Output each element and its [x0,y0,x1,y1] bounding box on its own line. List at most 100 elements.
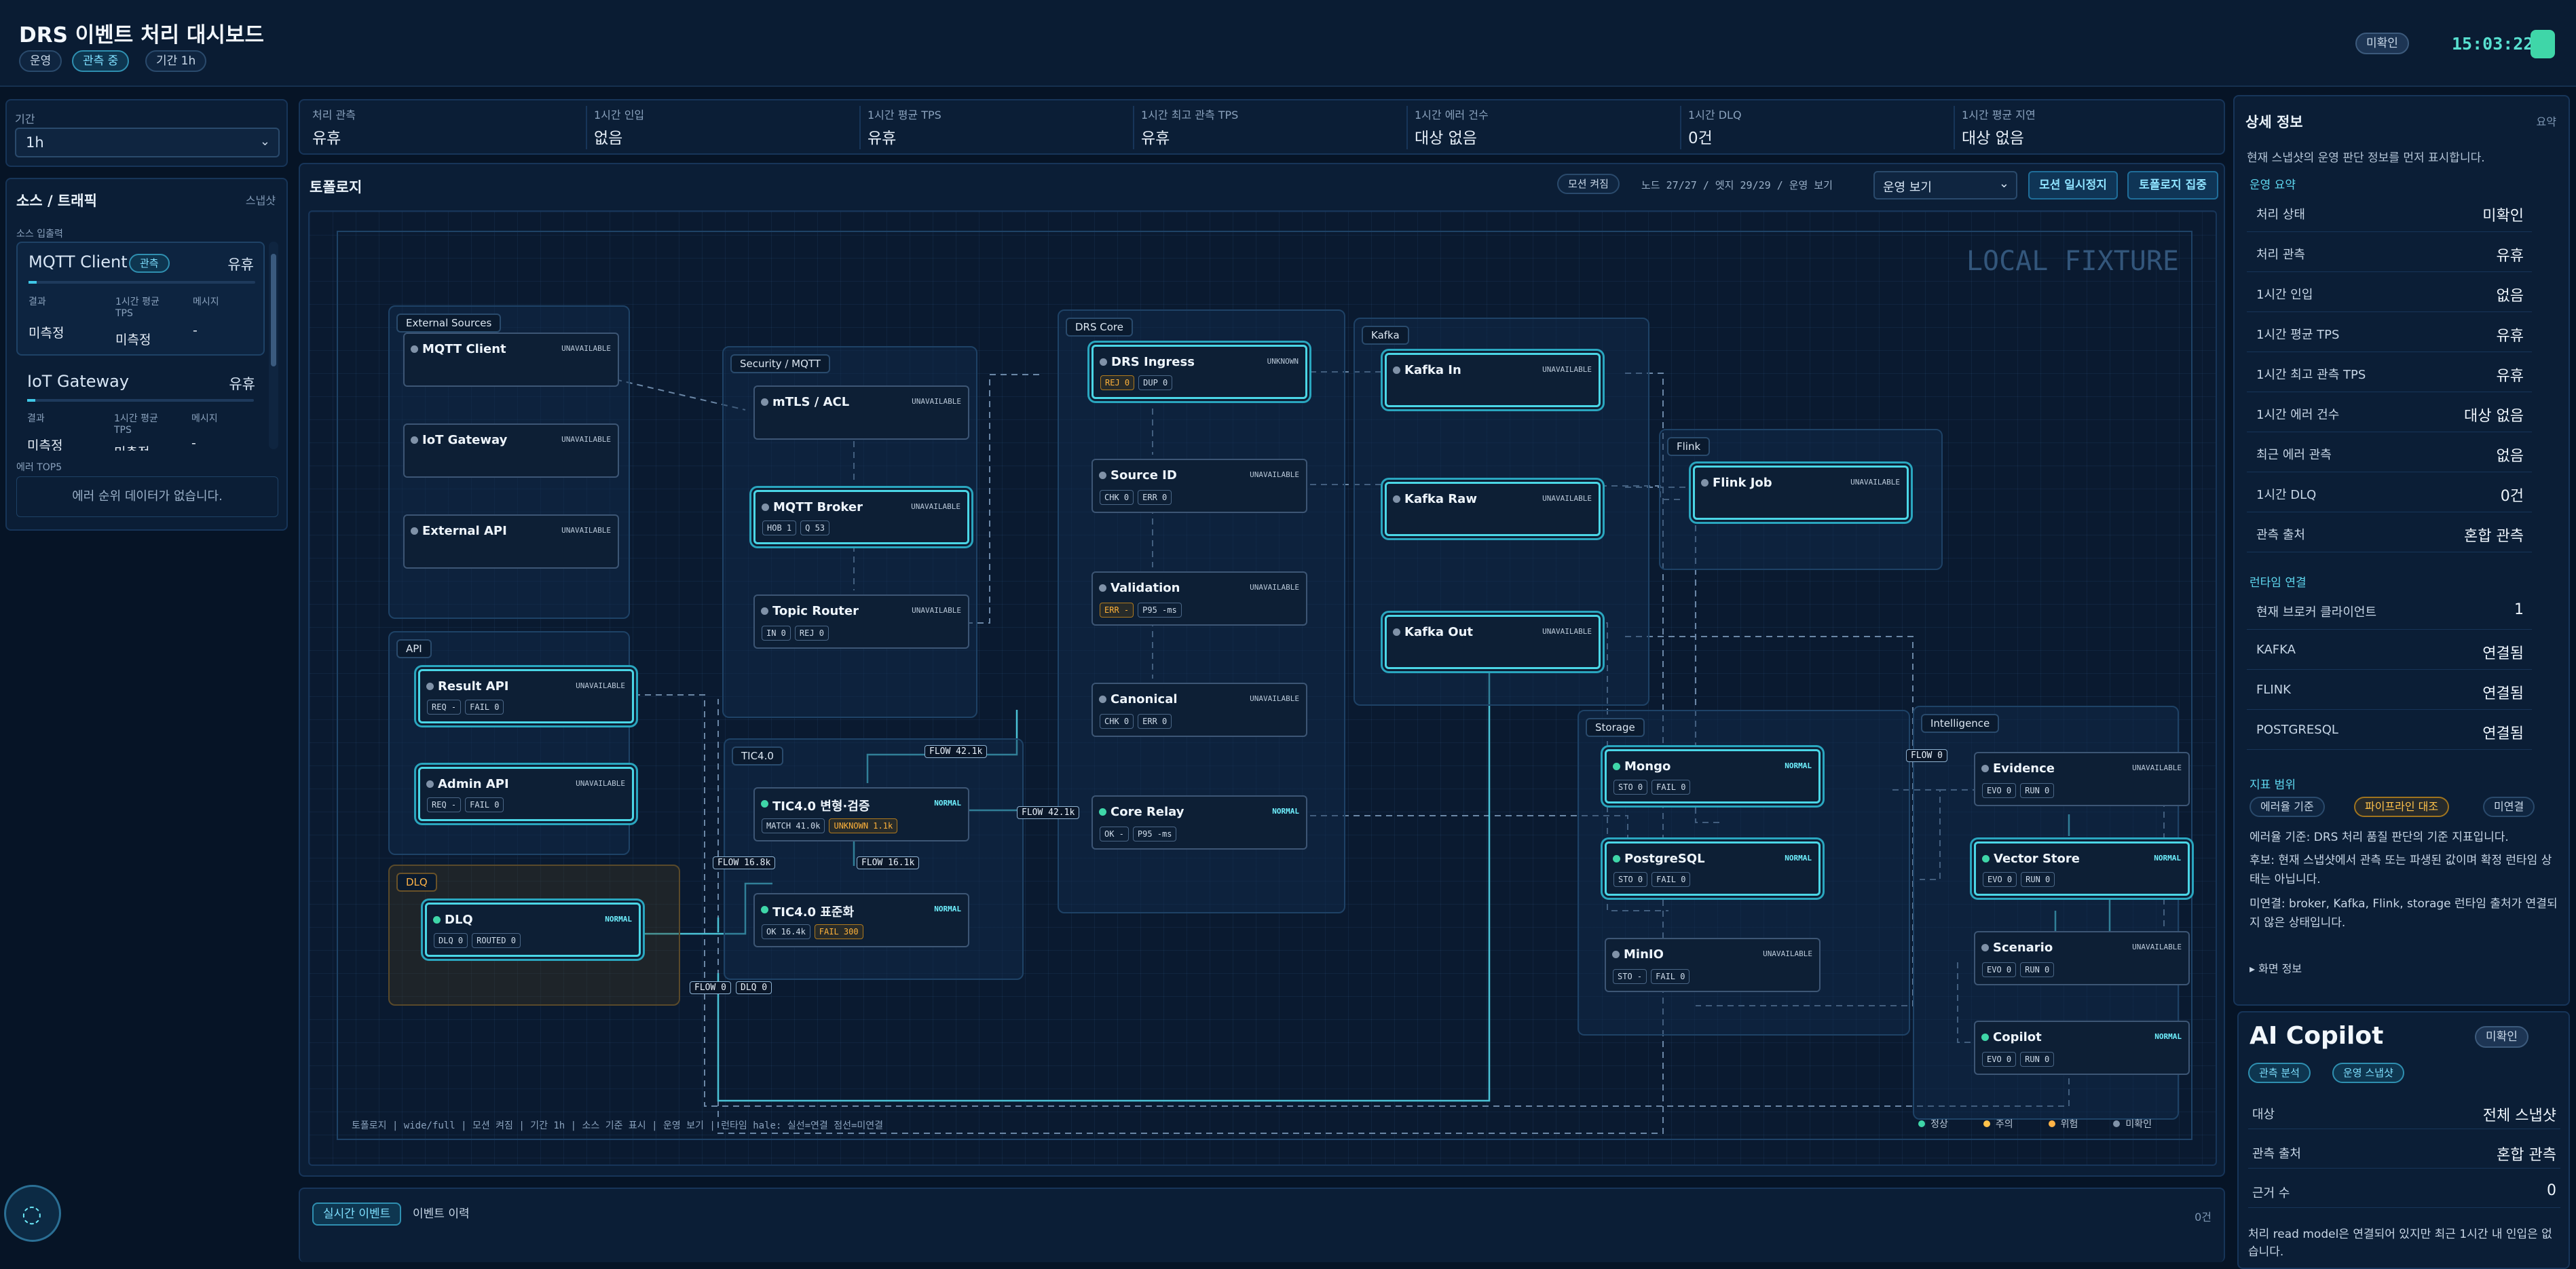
index-chip[interactable]: 파이프라인 대조 [2354,797,2450,817]
detail-value: 연결됨 [2482,685,2524,702]
legend-item: 주의 [1983,1117,2013,1131]
node-name: DLQ [445,913,473,927]
status-dot-icon [762,504,769,511]
node-metric: FAIL 0 [465,700,504,715]
detail-key: POSTGRESQL [2256,723,2338,737]
screen-info-toggle[interactable]: ▸ 화면 정보 [2250,962,2302,975]
detail-key: 관측 출처 [2256,528,2305,542]
view-select-value: 운영 보기 [1883,181,1932,195]
tab-event-history[interactable]: 이벤트 이력 [413,1207,470,1221]
detail-key: 1시간 평균 TPS [2256,328,2340,342]
node-mtls[interactable]: mTLS / ACL UNAVAILABLE [753,385,969,440]
source-card-iot[interactable]: IoT Gateway 유휴 결과 1시간 평균 TPS 메시지 미측정 미측정… [16,364,265,451]
group-label: Intelligence [1921,714,2000,733]
copilot-note: 처리 read model은 연결되어 있지만 최근 1시간 내 인입은 없습니… [2248,1228,2552,1259]
node-metric: EVO 0 [1982,1052,2017,1067]
detail-key: 1시간 인입 [2256,288,2313,302]
legend-dot-icon [2113,1120,2121,1127]
group-label: DRS Core [1066,318,1133,337]
node-name: Mongo [1624,759,1671,774]
status-dot-icon [761,800,768,808]
flow-label: FLOW 16.1k [857,856,920,869]
period-chip[interactable]: 기간 1h [145,50,207,72]
copilot-chip[interactable]: 관측 분석 [2248,1063,2311,1083]
node-name: Scenario [1993,941,2053,955]
env-chip[interactable]: 운영 [19,50,62,72]
detail-key: 처리 상태 [2256,208,2305,222]
period-panel: 기간 1h ⌄ [5,99,288,167]
node-kafka-in[interactable]: Kafka In UNAVAILABLE [1385,353,1601,407]
motion-chip[interactable]: 모션 켜짐 [1557,174,1620,194]
observing-chip[interactable]: 관측 중 [72,50,130,72]
source-card-mqtt[interactable]: MQTT Client 관측 유휴 결과 1시간 평균 TPS 메시지 미측정 … [16,242,265,356]
event-count: 0건 [2195,1211,2211,1224]
node-metric: FAIL 0 [465,797,504,812]
group-api: API [388,631,630,855]
node-kafka-out[interactable]: Kafka Out UNAVAILABLE [1385,615,1601,669]
source-key: 메시지 [193,297,219,307]
detail-sub[interactable]: 요약 [2536,115,2556,128]
node-name: TIC4.0 변형·검증 [772,799,870,814]
node-name: Topic Router [772,604,859,618]
source-scrollbar[interactable] [269,242,278,449]
detail-value: 혼합 관측 [2464,528,2524,545]
pause-motion-button[interactable]: 모션 일시정지 [2028,171,2118,200]
node-metric: RUN 0 [2021,872,2055,887]
section-runtime: 런타임 연결 [2250,576,2307,590]
topology-canvas[interactable]: LOCAL FIXTURE [308,210,2217,1166]
node-kafka-raw[interactable]: Kafka Raw UNAVAILABLE [1385,482,1601,536]
index-chip[interactable]: 에러율 기준 [2250,797,2325,817]
tab-live-events[interactable]: 실시간 이벤트 [312,1202,402,1226]
copilot-chip[interactable]: 운영 스냅샷 [2332,1063,2404,1083]
node-iot-gateway[interactable]: IoT Gateway UNAVAILABLE [403,423,619,478]
view-select[interactable]: 운영 보기 ⌄ [1873,171,2017,200]
node-metric: REQ - [427,700,462,715]
kpi-item: 1시간 평균 지연 대상 없음 [1954,106,2218,149]
node-name: TIC4.0 표준화 [772,905,855,920]
node-metric: RUN 0 [2020,962,2055,977]
chat-fab[interactable]: ◌ [4,1185,61,1242]
status-dot-icon [1099,584,1106,592]
status-dot-icon [761,607,768,615]
period-select[interactable]: 1h ⌄ [15,128,280,157]
node-mqtt-client[interactable]: MQTT Client UNAVAILABLE [403,333,619,387]
source-value: - [193,323,198,338]
detail-value: 미확인 [2482,208,2524,225]
status-dot-icon [411,527,418,535]
node-flink-job[interactable]: Flink Job UNAVAILABLE [1693,466,1909,520]
kpi-item: 1시간 DLQ 0건 [1680,106,1945,149]
focus-topology-button[interactable]: 토폴로지 집중 [2127,171,2218,200]
node-name: Kafka Raw [1404,492,1477,506]
node-status: NORMAL [934,799,961,808]
user-avatar[interactable] [2531,30,2555,58]
legend-item: 정상 [1918,1117,1948,1131]
node-external-api[interactable]: External API UNAVAILABLE [403,514,619,569]
detail-row: 처리 상태 미확인 [2247,194,2532,232]
node-name: DRS Ingress [1111,355,1195,369]
source-key: 1시간 평균 TPS [114,413,158,436]
kpi-item: 1시간 평균 TPS 유휴 [859,106,1124,149]
detail-value: 연결됨 [2482,645,2524,662]
index-chip[interactable]: 미연결 [2483,797,2535,817]
